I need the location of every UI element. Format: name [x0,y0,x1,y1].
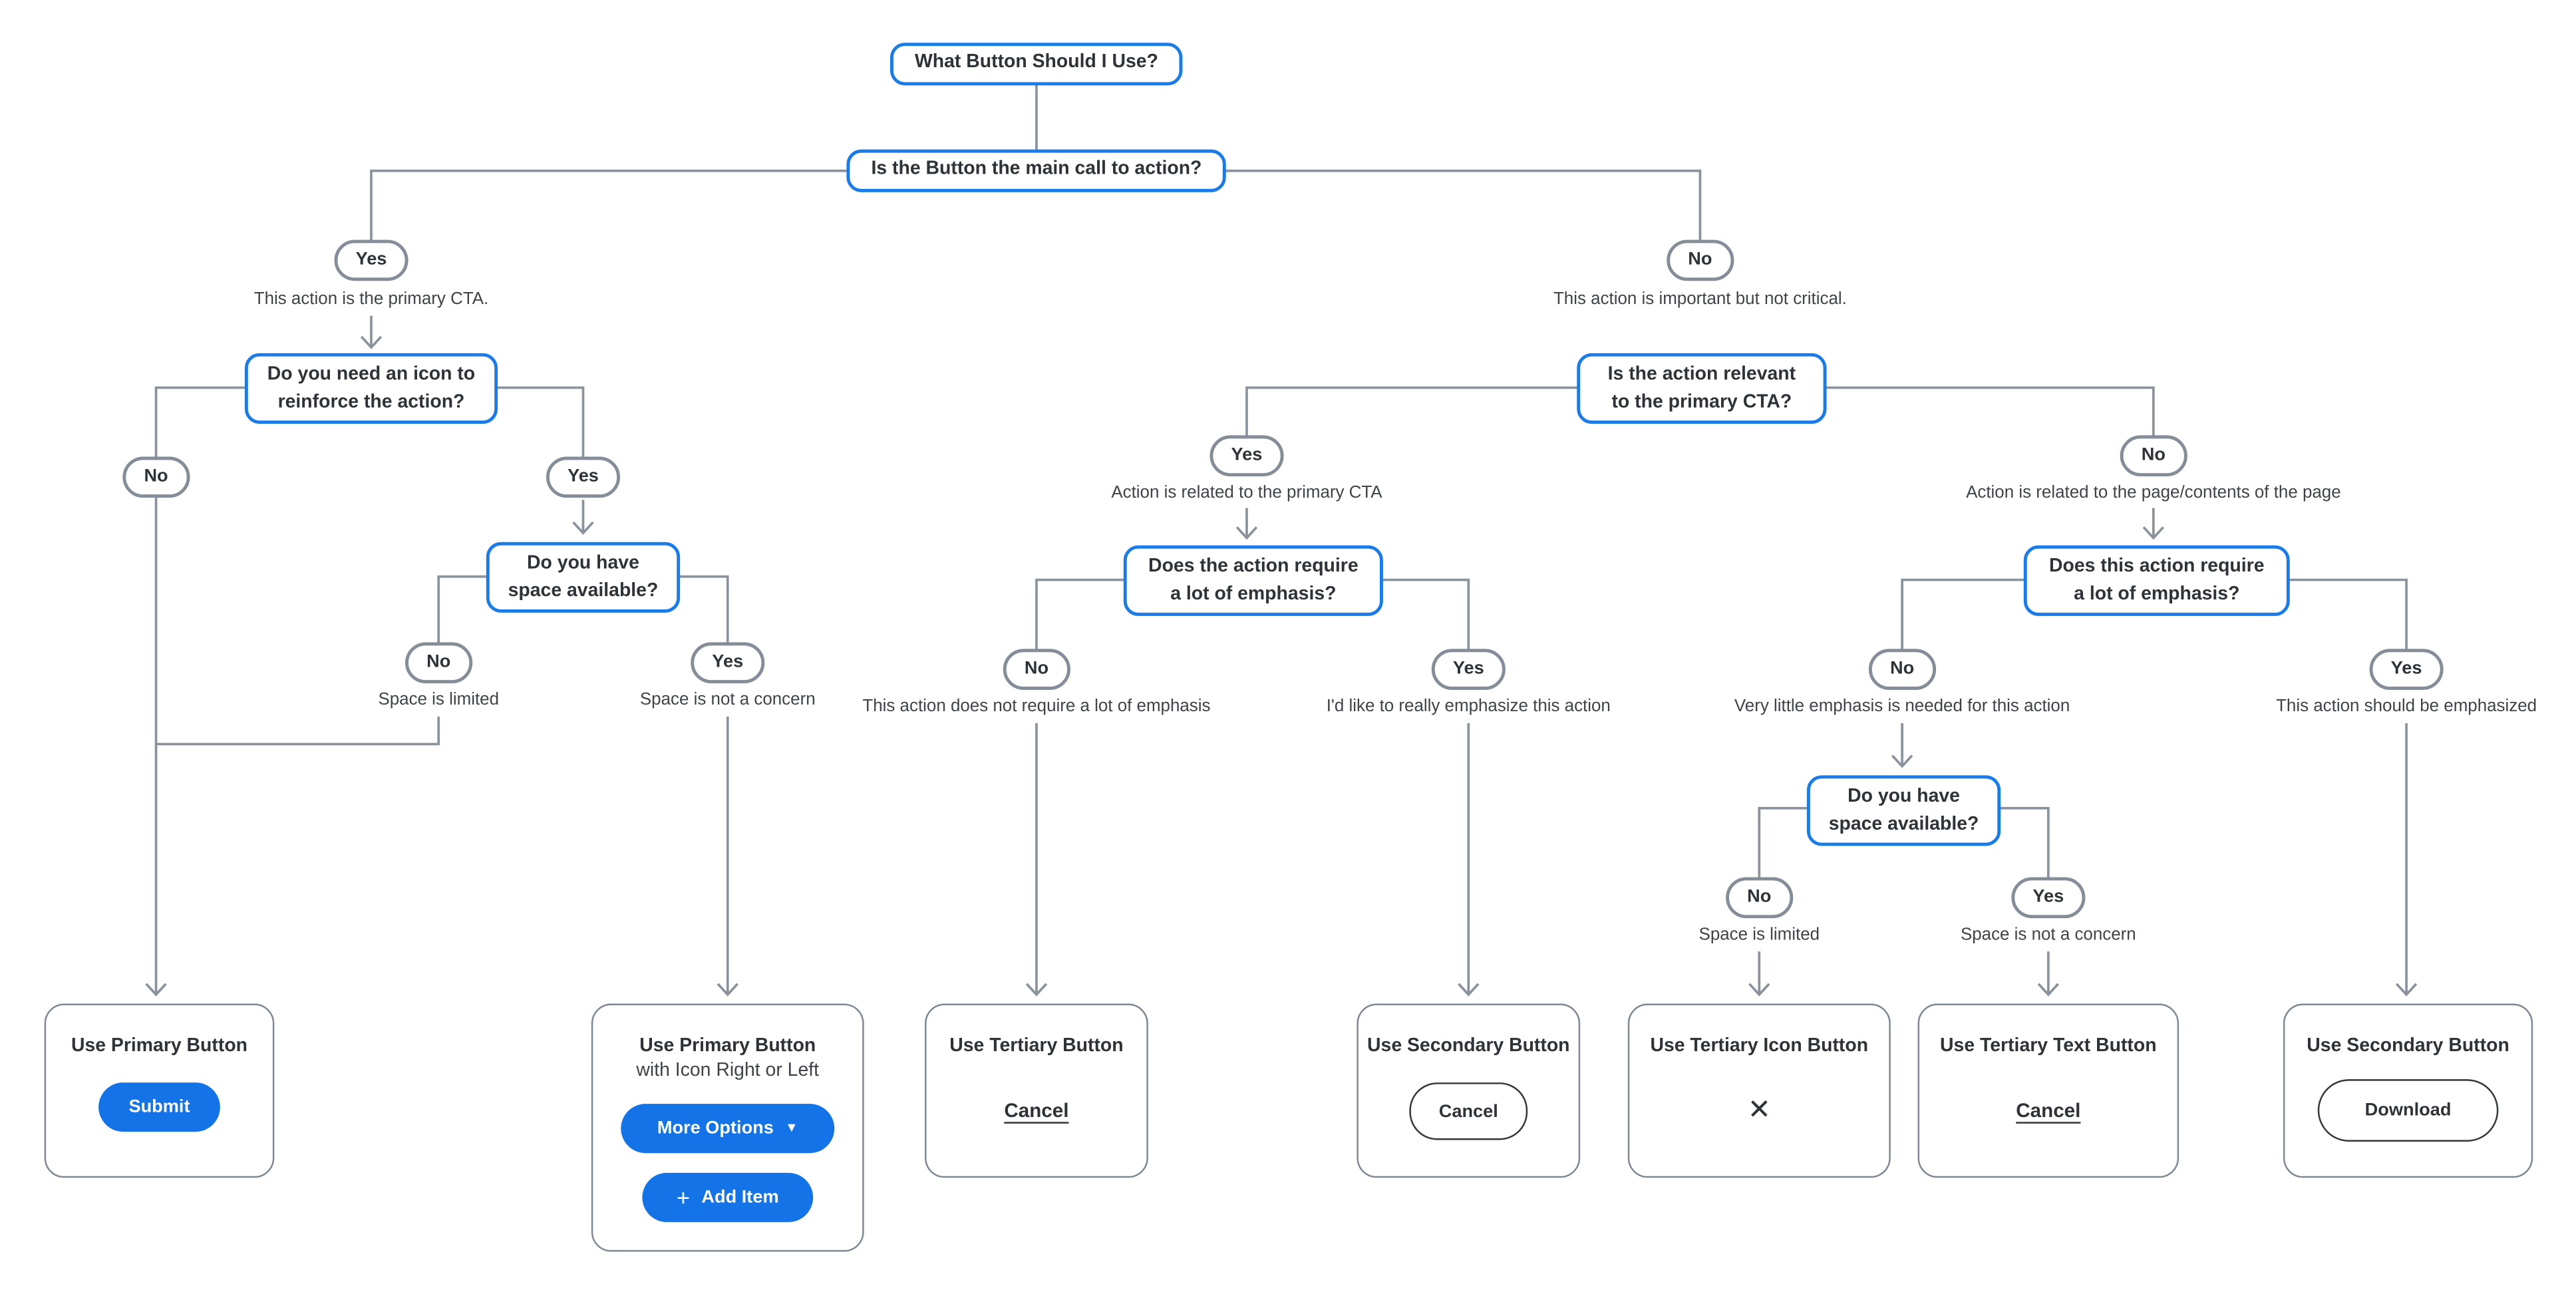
outcome-title: Use Tertiary Text Button [1940,1036,2157,1056]
add-item-button[interactable]: + Add Item [642,1172,814,1222]
download-button[interactable]: Download [2317,1079,2499,1142]
question-action-relevant: Is the action relevant to the primary CT… [1577,353,1827,424]
cancel-button-label: Cancel [1438,1101,1498,1122]
caption-related-page-contents: Action is related to the page/contents o… [1966,482,2341,503]
outcome-title: Use Tertiary Button [949,1036,1124,1056]
pill-yes-main-cta: Yes [334,240,408,281]
cancel-outline-button[interactable]: Cancel [1409,1082,1528,1140]
question-emphasis-mid: Does the action require a lot of emphasi… [1123,545,1383,616]
caption-space-not-concern-left: Space is not a concern [639,689,816,710]
outcome-secondary-button-cancel: Use Secondary Button Cancel [1357,1003,1581,1178]
outcome-tertiary-icon-button: Use Tertiary Icon Button ✕ [1627,1003,1891,1178]
caption-space-limited-right: Space is limited [1698,925,1820,945]
question-line: a lot of emphasis? [1170,583,1337,604]
caption-important-not-critical: This action is important but not critica… [1553,289,1847,309]
question-emphasis-right: Does this action require a lot of emphas… [2023,545,2290,616]
plus-icon: + [676,1184,691,1211]
question-line: Do you need an icon to [267,365,476,385]
pill-yes-emphasis-mid: Yes [1431,649,1506,690]
question-line: Does this action require [2049,556,2265,577]
question-space-available-right: Do you have space available? [1806,775,2001,846]
outcome-primary-button: Use Primary Button Submit [44,1003,275,1178]
pill-yes-space-left: Yes [691,642,765,684]
outcome-title: Use Primary Button [639,1036,816,1056]
cancel-link[interactable]: Cancel [2016,1098,2081,1122]
caption-space-not-concern-right: Space is not a concern [1960,925,2136,945]
outcome-secondary-button-download: Use Secondary Button Download [2283,1003,2533,1178]
question-line: space available? [508,580,659,601]
pill-no-space-left: No [405,642,472,684]
outcome-tertiary-button: Use Tertiary Button Cancel [925,1003,1148,1178]
pill-no-need-icon: No [122,456,190,498]
pill-yes-need-icon: Yes [546,456,621,498]
decision-root: What Button Should I Use? [889,43,1183,86]
outcome-title: Use Secondary Button [2307,1036,2509,1056]
question-line: Is the action relevant [1607,365,1796,385]
caption-little-emphasis-right: Very little emphasis is needed for this … [1734,696,2070,717]
question-need-icon: Do you need an icon to reinforce the act… [244,353,498,424]
more-options-label: More Options [657,1118,774,1139]
pill-yes-emphasis-right: Yes [2369,649,2444,690]
pill-no-main-cta: No [1667,240,1734,281]
question-line: Do you have [1848,786,1960,807]
question-line: Does the action require [1148,556,1359,577]
outcome-title: Use Tertiary Icon Button [1650,1036,1869,1056]
outcome-subtitle: with Icon Right or Left [636,1060,820,1081]
question-line: reinforce the action? [277,391,465,412]
question-line: space available? [1828,814,1979,834]
question-line: a lot of emphasis? [2074,583,2240,604]
chevron-down-icon: ▼ [785,1120,798,1136]
outcome-title: Use Secondary Button [1367,1036,1570,1056]
pill-yes-relevant: Yes [1209,435,1284,477]
close-icon[interactable]: ✕ [1747,1094,1771,1126]
question-main-cta: Is the Button the main call to action? [846,149,1227,192]
question-line: Do you have [527,554,639,573]
pill-no-emphasis-right: No [1868,649,1936,690]
outcome-title: Use Primary Button [71,1036,248,1056]
cancel-link[interactable]: Cancel [1004,1098,1069,1122]
caption-space-limited-left: Space is limited [378,689,499,710]
more-options-button[interactable]: More Options ▼ [621,1104,835,1154]
caption-related-primary-cta: Action is related to the primary CTA [1111,482,1382,503]
pill-yes-space-right: Yes [2011,877,2086,919]
outcome-tertiary-text-button: Use Tertiary Text Button Cancel [1917,1003,2179,1178]
pill-no-space-right: No [1726,877,1793,919]
submit-button-label: Submit [128,1097,190,1117]
pill-no-emphasis-mid: No [1003,649,1070,690]
caption-primary-cta: This action is the primary CTA. [253,289,489,309]
add-item-label: Add Item [701,1188,779,1208]
question-line: to the primary CTA? [1611,391,1792,412]
caption-yes-emphasis-mid: I'd like to really emphasize this action [1326,696,1611,717]
pill-no-relevant: No [2120,435,2187,477]
outcome-primary-button-with-icon: Use Primary Button with Icon Right or Le… [591,1003,864,1252]
caption-no-emphasis-mid: This action does not require a lot of em… [862,696,1211,717]
question-space-available-left: Do you have space available? [486,542,681,613]
caption-should-be-emphasized: This action should be emphasized [2276,696,2537,717]
download-button-label: Download [2364,1100,2452,1120]
submit-button[interactable]: Submit [98,1082,220,1132]
